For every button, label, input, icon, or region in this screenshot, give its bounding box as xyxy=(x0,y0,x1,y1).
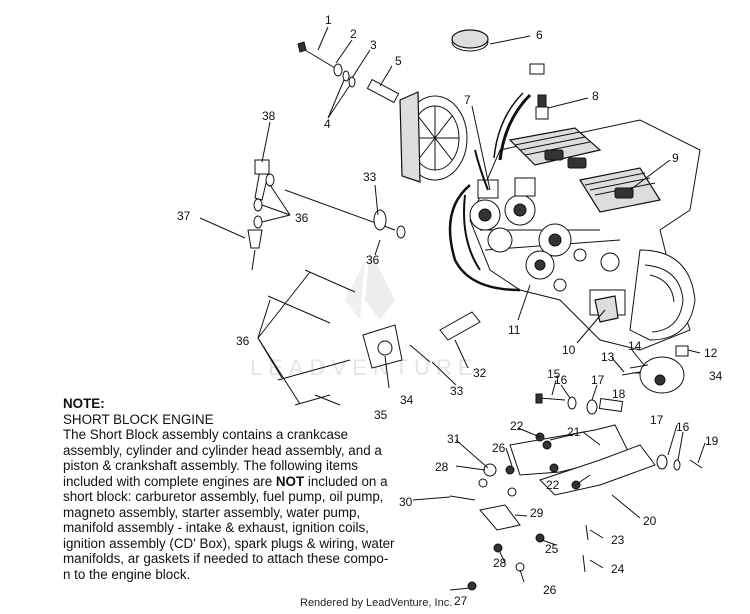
fuel-hoses xyxy=(448,92,532,292)
footer-credit: Rendered by LeadVenture, Inc. xyxy=(300,597,453,609)
callout-30: 30 xyxy=(399,495,413,509)
mount-bolts xyxy=(535,393,703,471)
callout-19: 19 xyxy=(705,434,719,448)
callout-16b: 16 xyxy=(676,420,690,434)
watermark-text: LEADVENTURE xyxy=(250,355,479,380)
callout-32: 32 xyxy=(473,366,487,380)
callout-34a: 34 xyxy=(400,393,414,407)
callout-1: 1 xyxy=(325,13,332,27)
callout-34b: 34 xyxy=(709,369,723,383)
starter-bolt xyxy=(297,41,400,104)
callout-26b: 26 xyxy=(543,583,557,597)
callout-22a: 22 xyxy=(510,419,524,433)
callout-28a: 28 xyxy=(435,460,449,474)
callout-labels: 1 2 3 4 5 6 7 8 9 10 11 12 13 14 15 16 1… xyxy=(177,13,723,608)
water-pump xyxy=(621,345,689,394)
callout-10: 10 xyxy=(562,343,576,357)
callout-29: 29 xyxy=(530,506,544,520)
callout-8: 8 xyxy=(592,89,599,103)
callout-22b: 22 xyxy=(546,478,560,492)
callout-12: 12 xyxy=(704,346,718,360)
note-body-continued: included on a short block: carburetor as… xyxy=(63,473,395,582)
callout-6: 6 xyxy=(536,28,543,42)
carburetor-assembly xyxy=(469,177,572,280)
leader-lines xyxy=(199,26,706,591)
callout-3: 3 xyxy=(370,38,377,52)
starter-pulley xyxy=(399,91,468,183)
callout-14: 14 xyxy=(628,339,642,353)
motor-mount-bracket xyxy=(509,424,656,573)
short-block-note: NOTE: SHORT BLOCK ENGINE The Short Block… xyxy=(63,396,398,582)
callout-21: 21 xyxy=(567,425,581,439)
fuel-cap xyxy=(451,29,545,75)
callout-9: 9 xyxy=(672,151,679,165)
callout-25: 25 xyxy=(545,542,559,556)
note-subheading: SHORT BLOCK ENGINE xyxy=(63,411,214,427)
callout-23: 23 xyxy=(611,533,625,547)
callout-36b: 36 xyxy=(366,253,380,267)
lower-bracket xyxy=(449,463,545,591)
callout-5: 5 xyxy=(395,54,402,68)
callout-35: 35 xyxy=(374,408,388,422)
callout-13: 13 xyxy=(601,350,615,364)
ignition-coil xyxy=(409,311,481,363)
callout-15: 15 xyxy=(547,367,561,381)
callout-20: 20 xyxy=(643,514,657,528)
callout-7: 7 xyxy=(464,93,471,107)
callout-36c: 36 xyxy=(236,334,250,348)
note-body-emphasis: NOT xyxy=(275,473,305,489)
watermark-logo: LEADVENTURE xyxy=(250,250,479,380)
callout-33a: 33 xyxy=(363,170,377,184)
note-heading: NOTE: xyxy=(63,396,105,411)
callout-24: 24 xyxy=(611,562,625,576)
spark-plug xyxy=(535,94,549,120)
callout-33b: 33 xyxy=(450,384,464,398)
callout-27: 27 xyxy=(454,594,468,608)
callout-36a: 36 xyxy=(295,211,309,225)
callout-18: 18 xyxy=(612,387,626,401)
callout-11: 11 xyxy=(508,323,521,337)
callout-16a: 16 xyxy=(554,373,568,387)
callout-2: 2 xyxy=(350,27,357,41)
callout-31: 31 xyxy=(447,432,461,446)
note-body: The Short Block assembly contains a cran… xyxy=(63,427,398,582)
callout-17b: 17 xyxy=(650,413,664,427)
callout-37: 37 xyxy=(177,209,191,223)
callout-4: 4 xyxy=(324,117,331,131)
callout-17a: 17 xyxy=(591,373,605,387)
oil-pump-cables xyxy=(247,159,406,406)
note-body-text: The Short Block assembly contains a cran… xyxy=(63,427,382,489)
callout-38: 38 xyxy=(262,109,276,123)
callout-26a: 26 xyxy=(492,441,506,455)
callout-28b: 28 xyxy=(493,556,507,570)
